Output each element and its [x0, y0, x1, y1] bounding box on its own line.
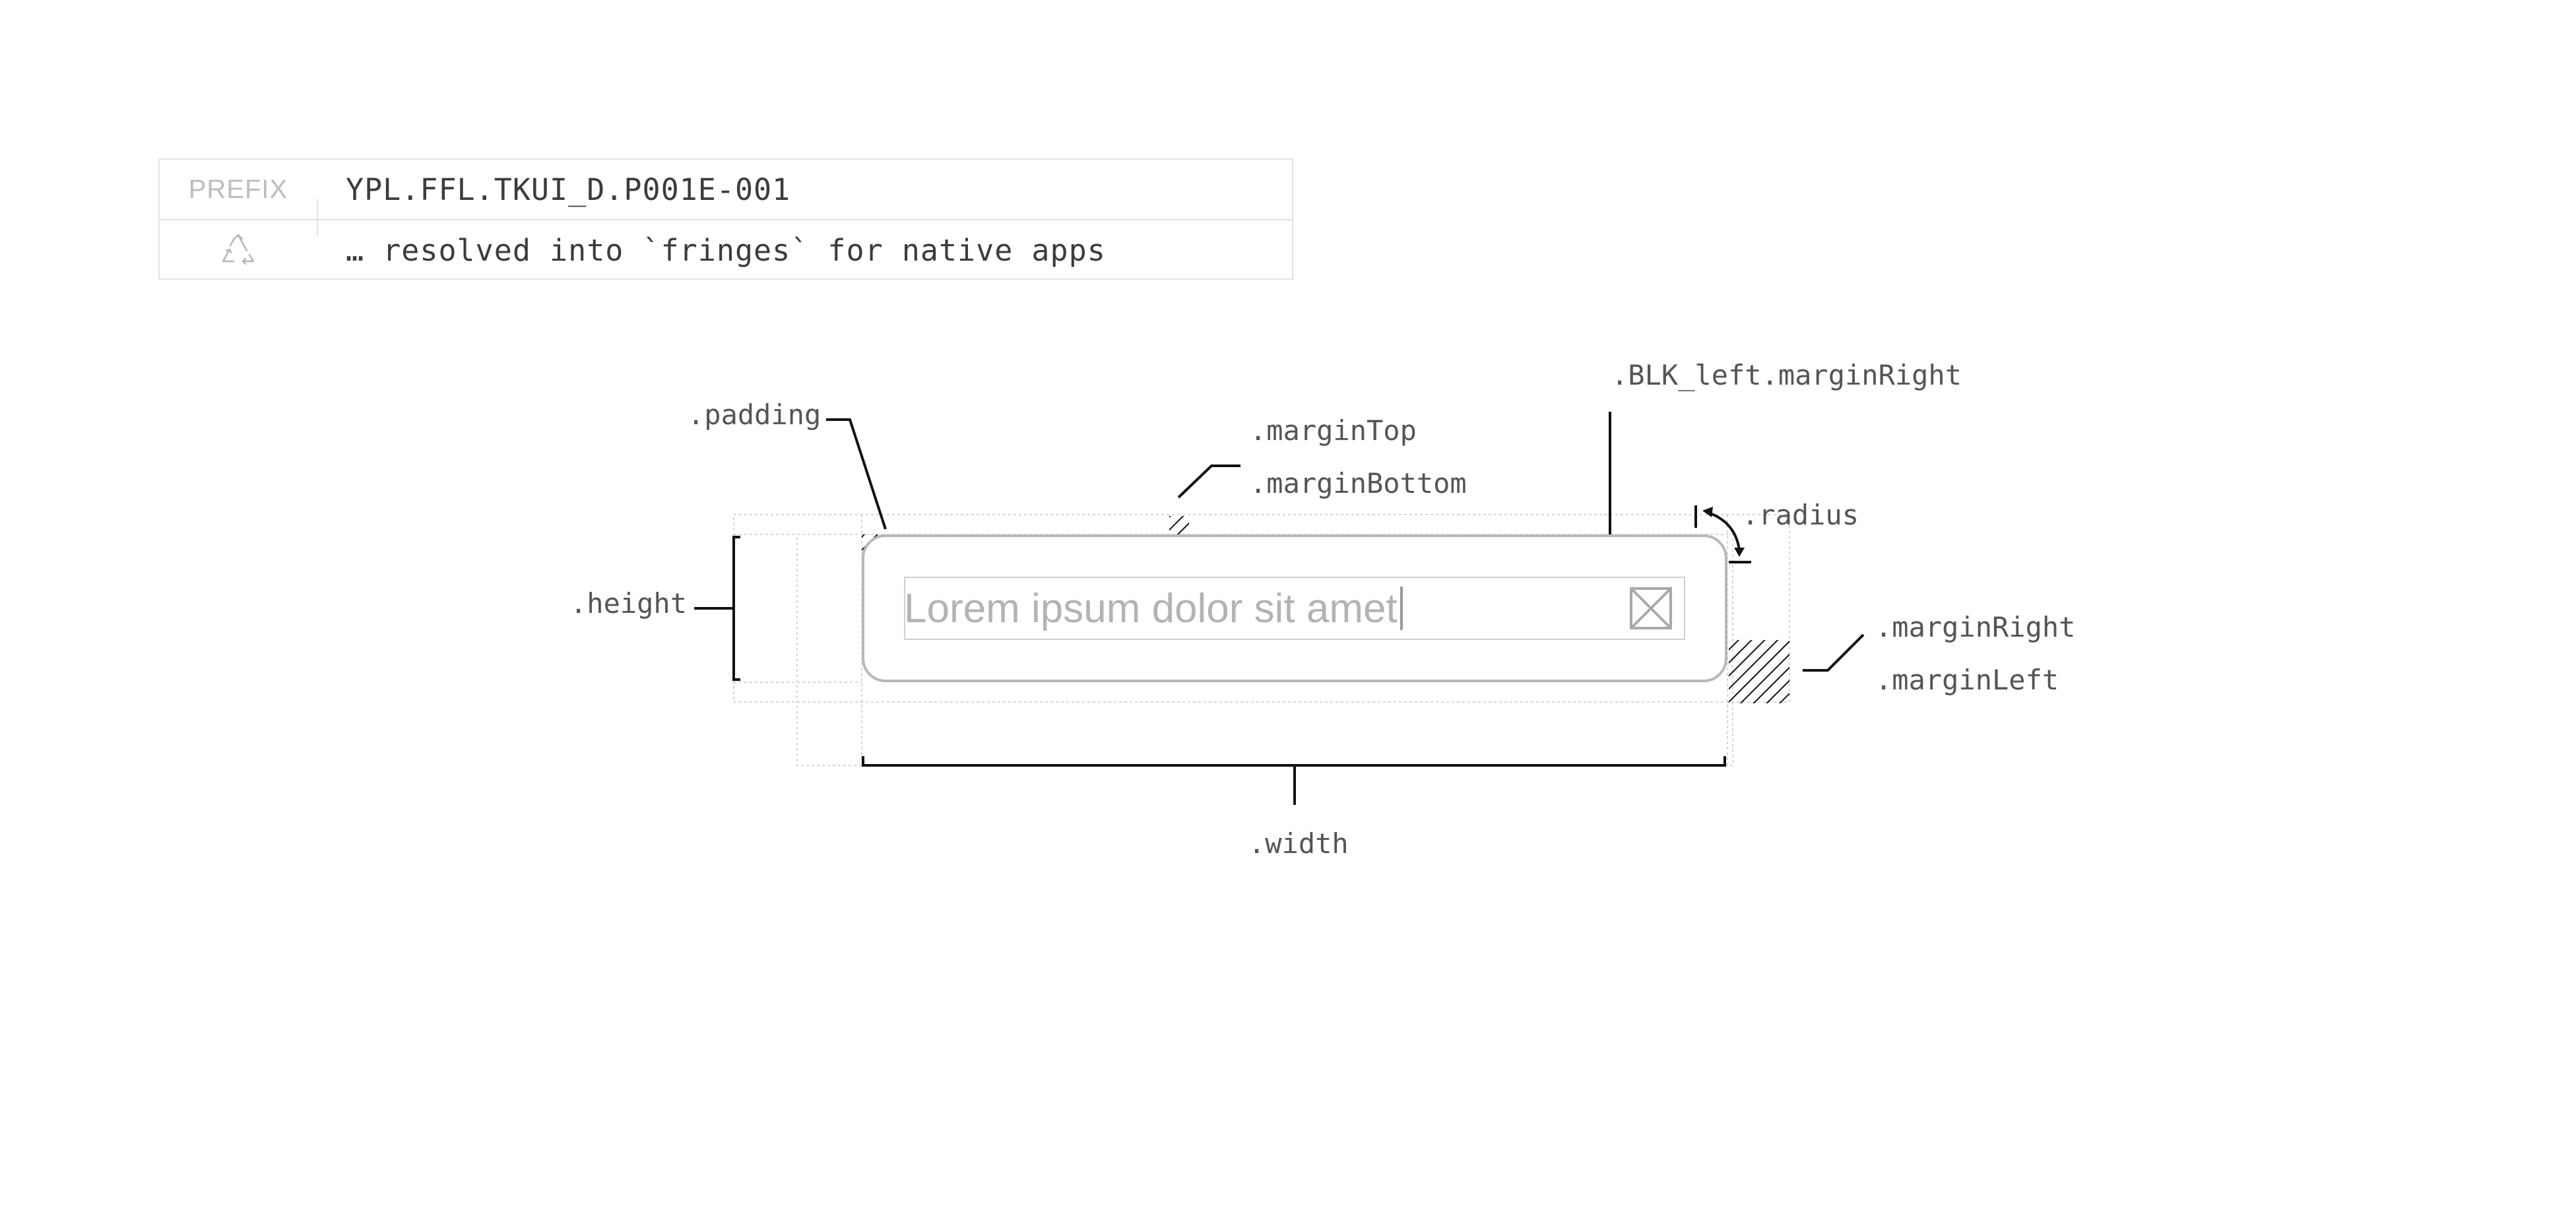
text-caret — [1400, 587, 1403, 630]
blk-left-margin-right-label: .BLK_left.marginRight — [1611, 359, 1962, 391]
margin-left-label: .marginLeft — [1875, 664, 2059, 696]
prefix-value: YPL.FFL.TKUI_D.P001E-001 — [346, 172, 791, 207]
margin-bottom-label: .marginBottom — [1250, 467, 1467, 499]
note-row: … resolved into `fringes` for native app… — [160, 220, 1292, 280]
prefix-key: PREFIX — [188, 174, 288, 204]
prefix-table: PREFIX YPL.FFL.TKUI_D.P001E-001 … resolv… — [158, 158, 1293, 280]
column-divider — [317, 220, 318, 236]
clear-box-icon — [1630, 587, 1672, 629]
width-label: .width — [1248, 827, 1349, 860]
prefix-row: PREFIX YPL.FFL.TKUI_D.P001E-001 — [160, 160, 1292, 220]
column-divider — [317, 199, 318, 219]
padding-label: .padding — [688, 399, 821, 431]
note-value: … resolved into `fringes` for native app… — [346, 232, 1106, 268]
margin-right-hatch — [1729, 640, 1789, 703]
placeholder-text: Lorem ipsum dolor sit amet — [904, 585, 1398, 631]
margin-right-label: .marginRight — [1875, 611, 2076, 643]
height-label: .height — [570, 587, 688, 620]
recycle-icon — [160, 220, 317, 280]
text-field-input-area — [904, 577, 1685, 640]
margin-top-label: .marginTop — [1250, 414, 1417, 447]
radius-arrowheads — [1702, 507, 1745, 557]
text-field-container — [862, 534, 1727, 682]
radius-label: .radius — [1742, 499, 1859, 531]
text-field-placeholder: Lorem ipsum dolor sit amet — [904, 577, 1403, 640]
margin-top-hatch — [1169, 516, 1189, 534]
leader-lines — [694, 412, 1865, 805]
